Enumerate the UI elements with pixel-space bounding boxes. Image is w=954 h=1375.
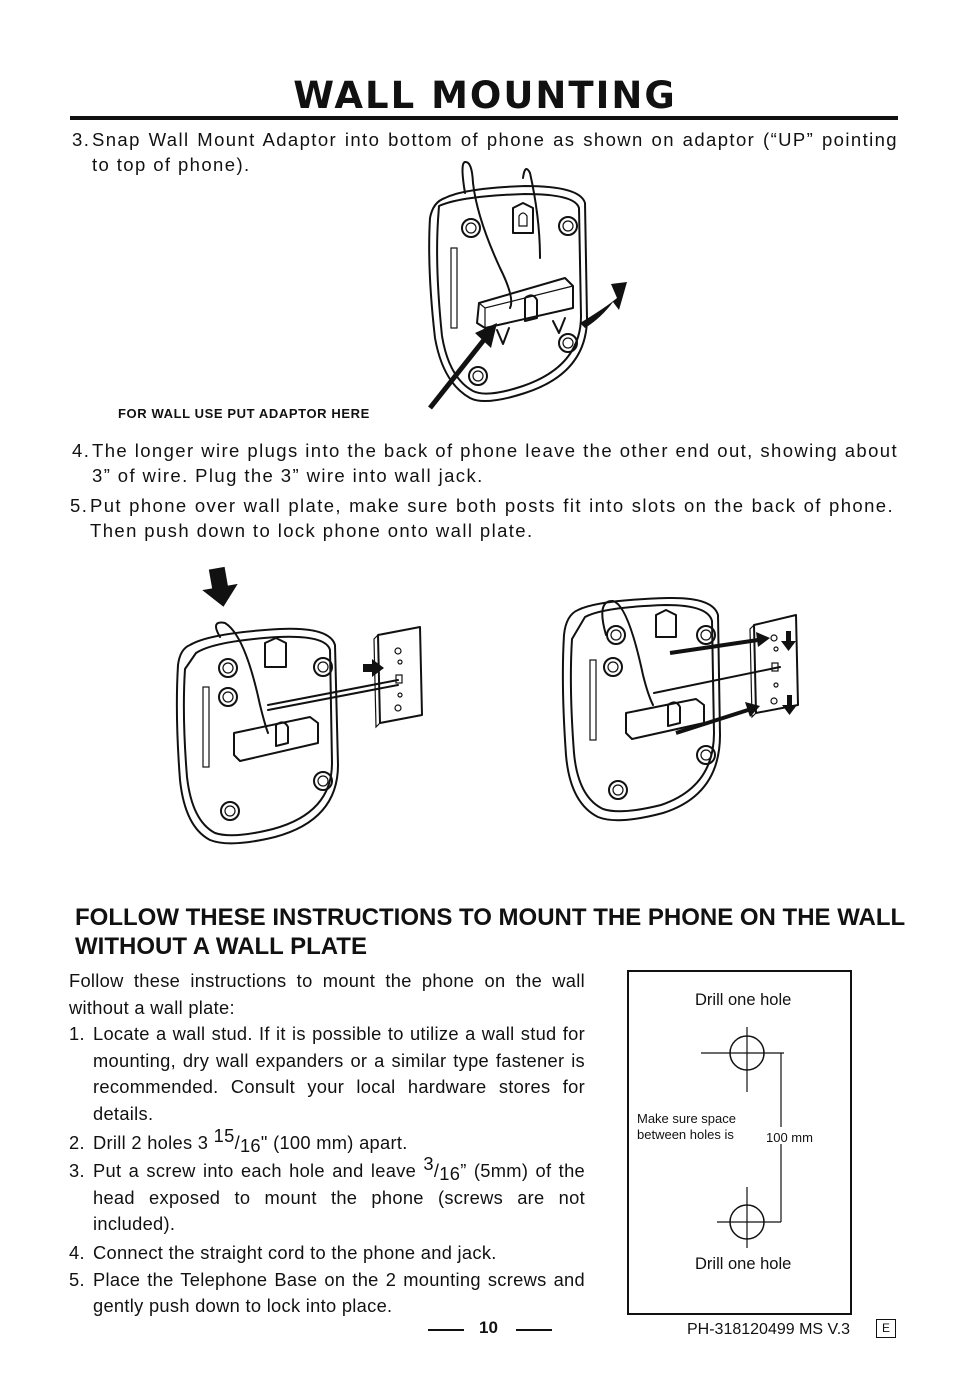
- crosshair-icon: [717, 1187, 781, 1248]
- adaptor-caption: FOR WALL USE PUT ADAPTOR HERE: [118, 406, 370, 421]
- model-code: PH-318120499 MS V.3: [687, 1321, 851, 1338]
- instruction-item-1: 1. Locate a wall stud. If it is possible…: [69, 1021, 585, 1127]
- fraction-denominator: 16: [239, 1134, 261, 1156]
- step-3: 3. Snap Wall Mount Adaptor into bottom o…: [72, 127, 898, 177]
- pointer-arrow-icon: [428, 323, 497, 410]
- drill-template-diagram: [701, 1027, 784, 1248]
- adaptor-figure: [428, 161, 627, 410]
- item-number: 1.: [69, 1023, 85, 1045]
- down-arrow-icon: [202, 566, 238, 607]
- item-number: 5.: [69, 1268, 85, 1290]
- page-number-rule-left: [428, 1329, 464, 1331]
- item-number: 2.: [69, 1131, 85, 1153]
- step-5-number: 5.: [70, 495, 89, 516]
- spacing-note-line1: Make sure space: [637, 1111, 736, 1126]
- curved-arrow-icon: [580, 282, 627, 328]
- drill-template-box: Drill one hole Make sure space between h…: [627, 970, 852, 1315]
- phone-back-illustration: [428, 161, 588, 403]
- step-3-text: Snap Wall Mount Adaptor into bottom of p…: [92, 129, 898, 175]
- drill-label-top: Drill one hole: [695, 991, 792, 1009]
- step-4-number: 4.: [72, 440, 91, 461]
- item-text: Place the Telephone Base on the 2 mounti…: [93, 1268, 585, 1317]
- page-number: 10: [479, 1318, 498, 1337]
- item-text: Connect the straight cord to the phone a…: [93, 1241, 497, 1263]
- item-number: 4.: [69, 1241, 85, 1263]
- item-text: Locate a wall stud. If it is possible to…: [93, 1023, 585, 1124]
- spacing-note: Make sure space between holes is: [637, 1111, 736, 1143]
- instruction-item-2: 2. Drill 2 holes 3 15/16" (100 mm) apart…: [69, 1125, 585, 1157]
- alignment-arrows-icon: [669, 632, 770, 735]
- wire-to-plate-figure: [175, 566, 423, 845]
- drill-label-bottom: Drill one hole: [695, 1255, 792, 1273]
- item-text-pre: Put a screw into each hole and leave: [93, 1160, 424, 1182]
- wall-plate-illustration: [363, 626, 423, 729]
- fraction-denominator: 16: [439, 1163, 461, 1185]
- page-number-rule-right: [516, 1329, 552, 1331]
- item-text-post: " (100 mm) apart.: [260, 1131, 408, 1153]
- step-4: 4. The longer wire plugs into the back o…: [72, 438, 898, 488]
- phone-back-illustration: [175, 621, 399, 845]
- instruction-item-4: 4. Connect the straight cord to the phon…: [69, 1240, 585, 1267]
- step-3-number: 3.: [72, 129, 91, 150]
- step-4-text: The longer wire plugs into the back of p…: [92, 440, 898, 486]
- instructions-list: Follow these instructions to mount the p…: [69, 968, 585, 1320]
- spacing-distance: 100 mm: [766, 1130, 813, 1145]
- crosshair-icon: [701, 1027, 784, 1092]
- instruction-item-5: 5. Place the Telephone Base on the 2 mou…: [69, 1267, 585, 1320]
- item-number: 3.: [69, 1160, 85, 1182]
- fraction-slash: /: [234, 1131, 240, 1153]
- spacing-note-line2: between holes is: [637, 1127, 734, 1142]
- instructions-intro: Follow these instructions to mount the p…: [69, 970, 585, 1018]
- instruction-item-3: 3. Put a screw into each hole and leave …: [69, 1153, 585, 1238]
- wall-plate-illustration: [749, 614, 799, 719]
- section-heading: FOLLOW THESE INSTRUCTIONS TO MOUNT THE P…: [75, 904, 905, 960]
- language-badge: E: [876, 1319, 896, 1338]
- item-text-pre: Drill 2 holes 3: [93, 1131, 214, 1153]
- step-5-text: Put phone over wall plate, make sure bot…: [90, 495, 894, 541]
- item-text-post: ” (5mm) of the head exposed to mount the…: [93, 1160, 585, 1235]
- step-5: 5. Put phone over wall plate, make sure …: [70, 493, 894, 543]
- page-title: WALL MOUNTING: [293, 74, 677, 117]
- hang-on-plate-figure: [561, 596, 799, 822]
- fraction-slash: /: [433, 1160, 440, 1182]
- fraction-numerator: 3: [423, 1153, 434, 1175]
- title-rule: [70, 116, 898, 120]
- fraction-numerator: 15: [213, 1124, 235, 1146]
